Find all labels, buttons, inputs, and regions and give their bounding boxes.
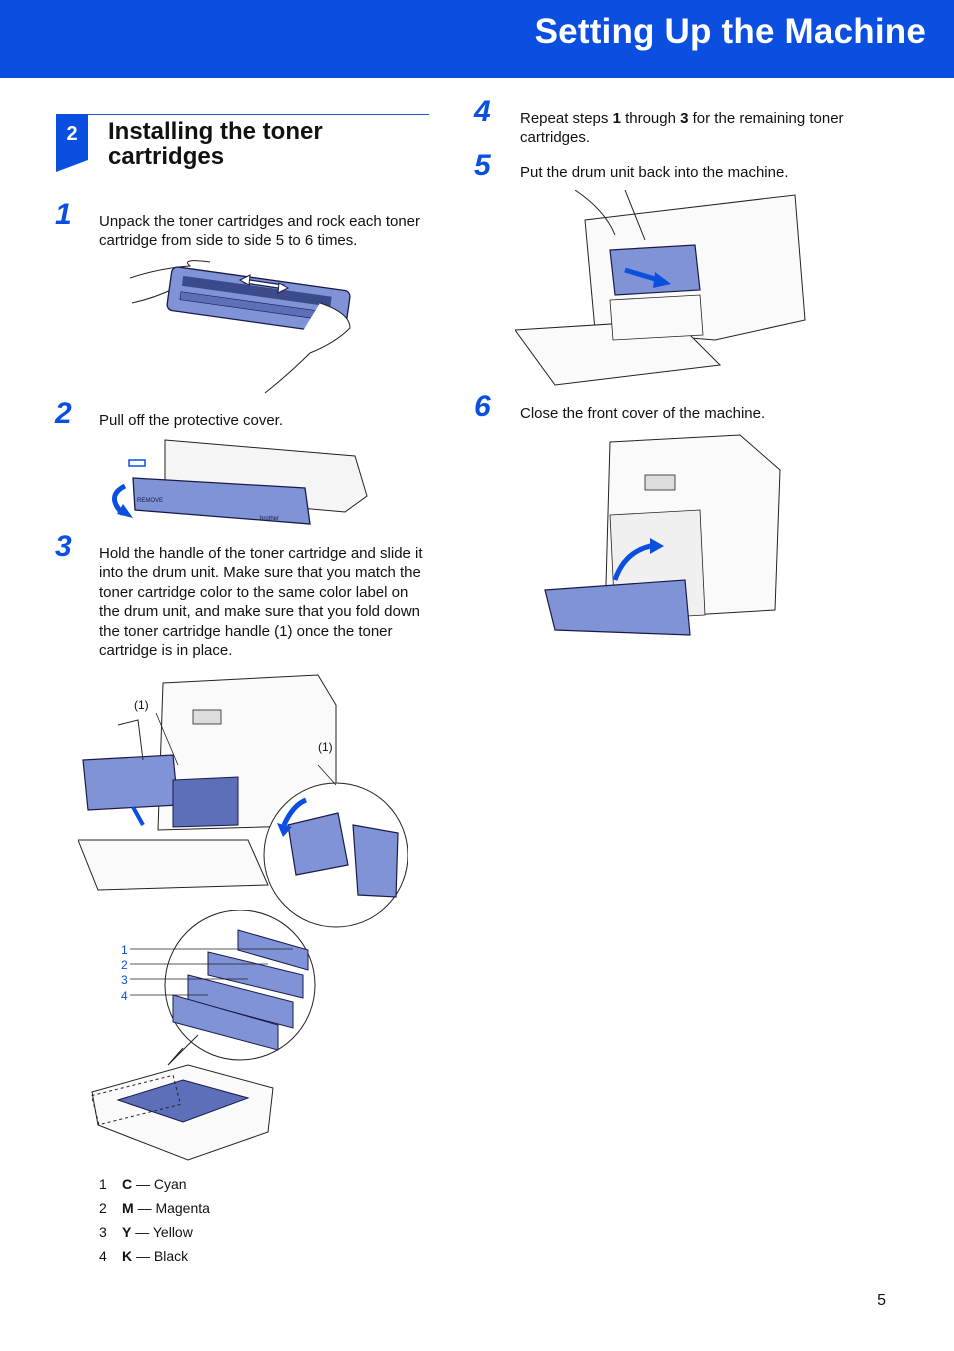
color-number-3: 3 xyxy=(121,973,128,987)
color-number-1: 1 xyxy=(121,943,128,957)
legend-name: — Yellow xyxy=(135,1224,193,1240)
legend-num: 1 xyxy=(99,1176,107,1192)
legend-name: — Black xyxy=(136,1248,189,1264)
install-cartridge-illustration xyxy=(78,674,408,928)
step-5-text: Put the drum unit back into the machine. xyxy=(520,164,789,181)
page-title: Setting Up the Machine xyxy=(534,12,926,51)
page-number: 5 xyxy=(877,1292,886,1309)
step-6-text: Close the front cover of the machine. xyxy=(520,405,766,422)
step-6-number: 6 xyxy=(474,390,491,423)
color-number-4: 4 xyxy=(121,989,128,1003)
rock-cartridge-illustration xyxy=(129,260,351,394)
remove-label: REMOVE xyxy=(137,498,163,504)
header-banner: Setting Up the Machine xyxy=(0,0,954,78)
brand-label: brother xyxy=(260,516,279,522)
legend-num: 4 xyxy=(99,1248,107,1264)
color-number-2: 2 xyxy=(121,958,128,972)
section-number: 2 xyxy=(56,114,88,172)
legend-code: C xyxy=(122,1176,133,1192)
step-3-text: Hold the handle of the toner cartridge a… xyxy=(99,545,423,660)
legend-name: — Magenta xyxy=(137,1200,210,1216)
section-rule xyxy=(56,114,429,115)
drum-back-in-illustration xyxy=(515,190,806,386)
legend-num: 3 xyxy=(99,1224,107,1240)
legend-code: Y xyxy=(122,1224,132,1240)
legend-num: 2 xyxy=(99,1200,107,1216)
legend-code: M xyxy=(122,1200,134,1216)
section-title: Installing the toner cartridges xyxy=(108,118,323,170)
step-2-text: Pull off the protective cover. xyxy=(99,412,283,429)
legend-code: K xyxy=(122,1248,133,1264)
step-4-text: Repeat steps 1 through 3 for the remaini… xyxy=(520,110,844,147)
close-cover-illustration xyxy=(544,434,781,636)
step-1-number: 1 xyxy=(55,198,72,231)
callout-handle: (1) xyxy=(134,698,149,712)
step-5-number: 5 xyxy=(474,149,491,182)
step-2-number: 2 xyxy=(55,397,72,430)
remove-cover-illustration: REMOVE brother xyxy=(112,439,368,525)
drum-color-labels-illustration xyxy=(91,910,316,1161)
callout-handle-zoom: (1) xyxy=(318,740,333,754)
step-3-number: 3 xyxy=(55,530,72,563)
legend-name: — Cyan xyxy=(136,1176,187,1192)
step-1-text: Unpack the toner cartridges and rock eac… xyxy=(99,213,421,250)
step-4-number: 4 xyxy=(474,95,491,128)
